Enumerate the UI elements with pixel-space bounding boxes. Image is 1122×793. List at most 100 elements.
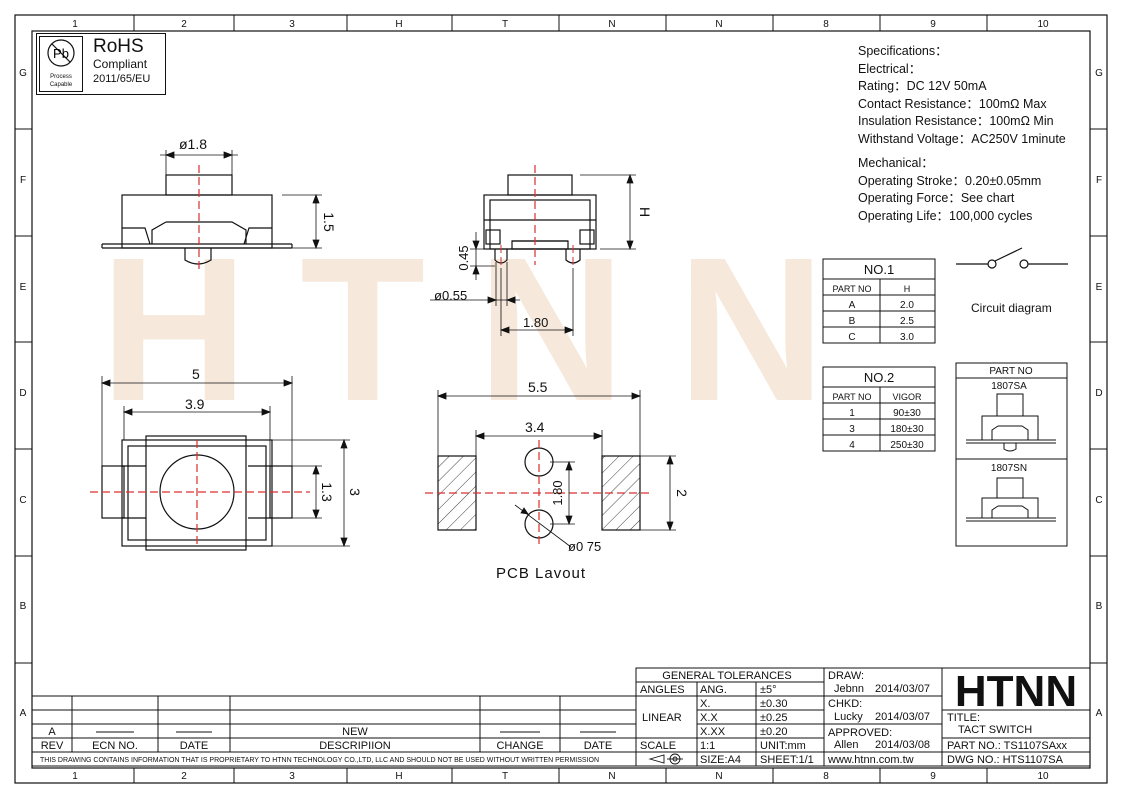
table-cell: 4 <box>849 440 855 451</box>
col-label-bottom: N <box>608 771 615 782</box>
row-label-right: C <box>1095 495 1102 506</box>
dim-3 <box>272 438 350 548</box>
brand-logo: HTNN <box>955 667 1077 716</box>
col-label-bottom: T <box>502 771 508 782</box>
partno-box <box>955 362 1068 547</box>
table-cell: 90±30 <box>893 408 921 419</box>
col-label-top: 3 <box>289 19 295 30</box>
tol-ang: ANG. <box>700 684 727 696</box>
pb-process-icon: Pb Process Capable <box>39 36 83 92</box>
frame-ticks <box>15 15 1107 783</box>
row-label-left: G <box>19 68 27 79</box>
tol-size: SIZE:A4 <box>700 754 741 766</box>
appr-approved: APPROVED: <box>828 727 892 739</box>
tol-unit: UNIT:mm <box>760 740 806 752</box>
dim-h15-label: 1.5 <box>321 212 337 232</box>
dim-H-label: H <box>637 207 653 217</box>
rev-header: CHANGE <box>496 740 543 752</box>
table-no1 <box>822 258 936 344</box>
col-label-top: 10 <box>1037 19 1049 30</box>
appr-draw: DRAW: <box>828 670 864 682</box>
table-cell: 180±30 <box>890 424 924 435</box>
dim-5-label: 5 <box>192 366 200 382</box>
dim-13 <box>292 464 322 520</box>
col-label-top: H <box>395 19 402 30</box>
rev-header: DATE <box>180 740 209 752</box>
tol-row-key: X.X <box>700 712 718 724</box>
dim-h15 <box>282 193 322 250</box>
appr-chkd: CHKD: <box>828 698 862 710</box>
tol-row-key: X. <box>700 698 710 710</box>
col-label-bottom: H <box>395 771 402 782</box>
dim-045-label: 0.45 <box>456 245 471 270</box>
dim-075 <box>514 504 572 548</box>
dim-34 <box>474 430 604 456</box>
inner-frame <box>31 30 1091 769</box>
dim-H <box>580 173 636 251</box>
revision-grid <box>31 695 637 767</box>
col-label-top: 9 <box>930 19 936 30</box>
table-cell: C <box>848 332 855 343</box>
row-label-left: D <box>19 388 26 399</box>
rev-header: DESCRIPIION <box>319 740 391 752</box>
title-grid <box>941 667 1091 767</box>
rohs-line3: 2011/65/EU <box>93 73 151 85</box>
col-label-bottom: 9 <box>930 771 936 782</box>
dim-d18-label: ø1.8 <box>179 136 207 152</box>
row-label-left: A <box>20 708 27 719</box>
dim-045 <box>470 232 495 280</box>
spec-line: Contact Resistance：100mΩ Max <box>858 96 1047 111</box>
table-cell: 1 <box>849 408 855 419</box>
col-label-bottom: 3 <box>289 771 295 782</box>
table-header: PART NO <box>832 392 871 402</box>
title-label: TITLE: <box>947 712 980 724</box>
row-label-right: A <box>1096 708 1103 719</box>
projection-symbol <box>648 753 683 765</box>
col-label-top: 1 <box>72 19 78 30</box>
part-no: PART NO.: TS1107SAxx <box>947 740 1068 752</box>
appr-name: Allen <box>834 739 858 751</box>
dim-2-label: 2 <box>674 489 690 497</box>
circuit-symbol <box>956 247 1068 269</box>
col-label-top: 2 <box>181 19 187 30</box>
col-label-bottom: N <box>715 771 722 782</box>
dim-180-label: 1.80 <box>523 315 548 330</box>
spec-line: Mechanical： <box>858 156 934 170</box>
specifications-block: Specifications：Electrical：Rating：DC 12V … <box>858 43 1066 225</box>
rohs-title: RoHS <box>93 36 144 57</box>
col-label-top: 8 <box>823 19 829 30</box>
dim-34-label: 3.4 <box>525 419 545 435</box>
tol-row-value: ±0.20 <box>760 726 787 738</box>
table-header: PART NO <box>832 284 871 294</box>
partno-header: PART NO <box>989 366 1033 377</box>
part-1807sa: 1807SA <box>991 381 1027 392</box>
col-label-top: T <box>502 19 508 30</box>
disclaimer: THIS DRAWING CONTAINS INFORMATION THAT I… <box>40 757 599 764</box>
tol-linear: LINEAR <box>642 712 682 724</box>
tol-title: GENERAL TOLERANCES <box>662 670 791 682</box>
table-no1-title: NO.1 <box>864 262 894 277</box>
table-no2-title: NO.2 <box>864 370 894 385</box>
appr-chkd-date: 2014/03/07 <box>875 711 930 723</box>
dim-39 <box>122 406 272 466</box>
col-label-bottom: 2 <box>181 771 187 782</box>
row-label-right: B <box>1096 601 1103 612</box>
col-label-top: N <box>715 19 722 30</box>
tol-row-key: X.XX <box>700 726 726 738</box>
part-1807sn-sketch <box>966 477 1056 522</box>
badge-line1: Process <box>50 74 72 80</box>
rohs-line2: Compliant <box>93 57 148 71</box>
spec-line: Insulation Resistance：100mΩ Min <box>858 114 1054 128</box>
dim-180v <box>550 460 575 526</box>
dim-055-label: ø0.55 <box>434 288 467 303</box>
dim-5 <box>100 376 294 466</box>
tol-scale: SCALE <box>640 740 676 752</box>
rev-header: REV <box>41 740 64 752</box>
row-label-right: D <box>1095 388 1102 399</box>
row-label-left: E <box>20 282 27 293</box>
rev-new: NEW <box>342 726 368 738</box>
badge-line2: Capable <box>49 82 73 88</box>
tol-scale-val: 1:1 <box>700 740 715 752</box>
tol-row-value: ±0.30 <box>760 698 787 710</box>
table-header: H <box>904 284 911 294</box>
